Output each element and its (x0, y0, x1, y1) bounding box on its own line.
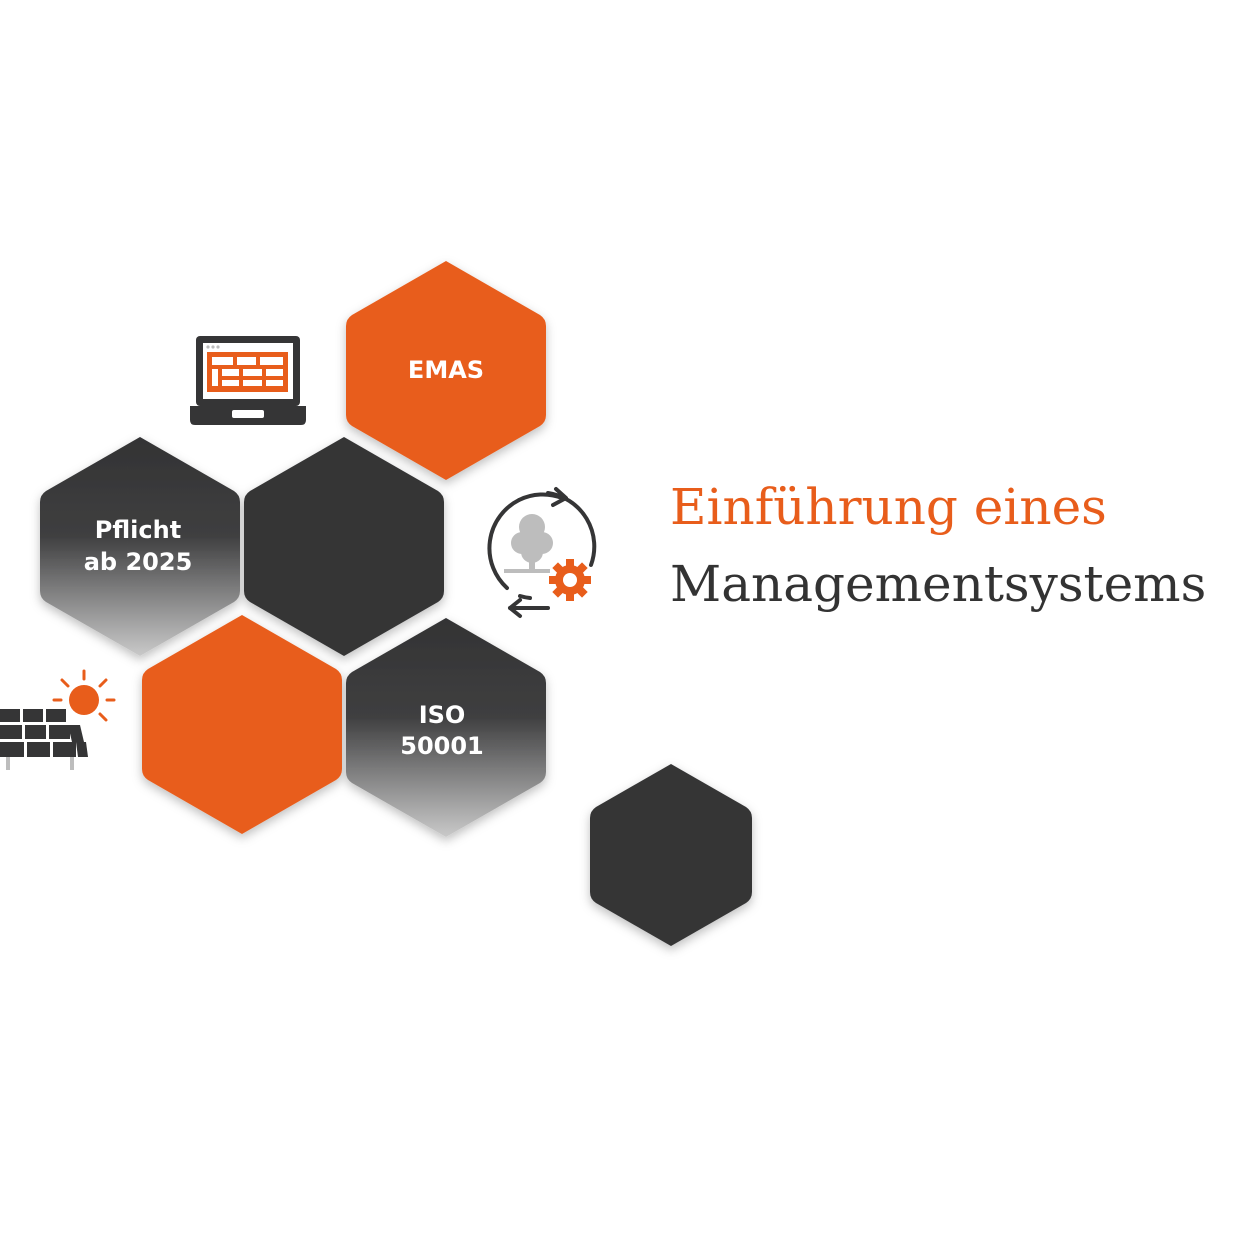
sun-icon (52, 669, 116, 722)
laptop-dashboard-icon (190, 336, 306, 425)
solar-panel-sun-icon (0, 669, 116, 770)
emas-label: EMAS (408, 356, 484, 384)
pflicht-label-line2: ab 2025 (84, 548, 193, 576)
solar-panel (0, 709, 88, 770)
iso-label-line2: 50001 (400, 732, 484, 760)
hex-emas (346, 261, 546, 480)
hex-dark-center (244, 437, 444, 656)
cycle-tree-gear-icon (487, 487, 597, 618)
pflicht-label-line1: Pflicht (95, 516, 181, 544)
hex-dark-outlier (590, 764, 752, 946)
hex-orange-lower (142, 615, 342, 834)
hex-iso (346, 618, 546, 837)
iso-label-line1: ISO (419, 701, 466, 729)
hex-pflicht (40, 437, 240, 656)
title-line-1: Einführung eines (670, 478, 1107, 536)
title-line-2: Managementsystems (670, 555, 1207, 613)
